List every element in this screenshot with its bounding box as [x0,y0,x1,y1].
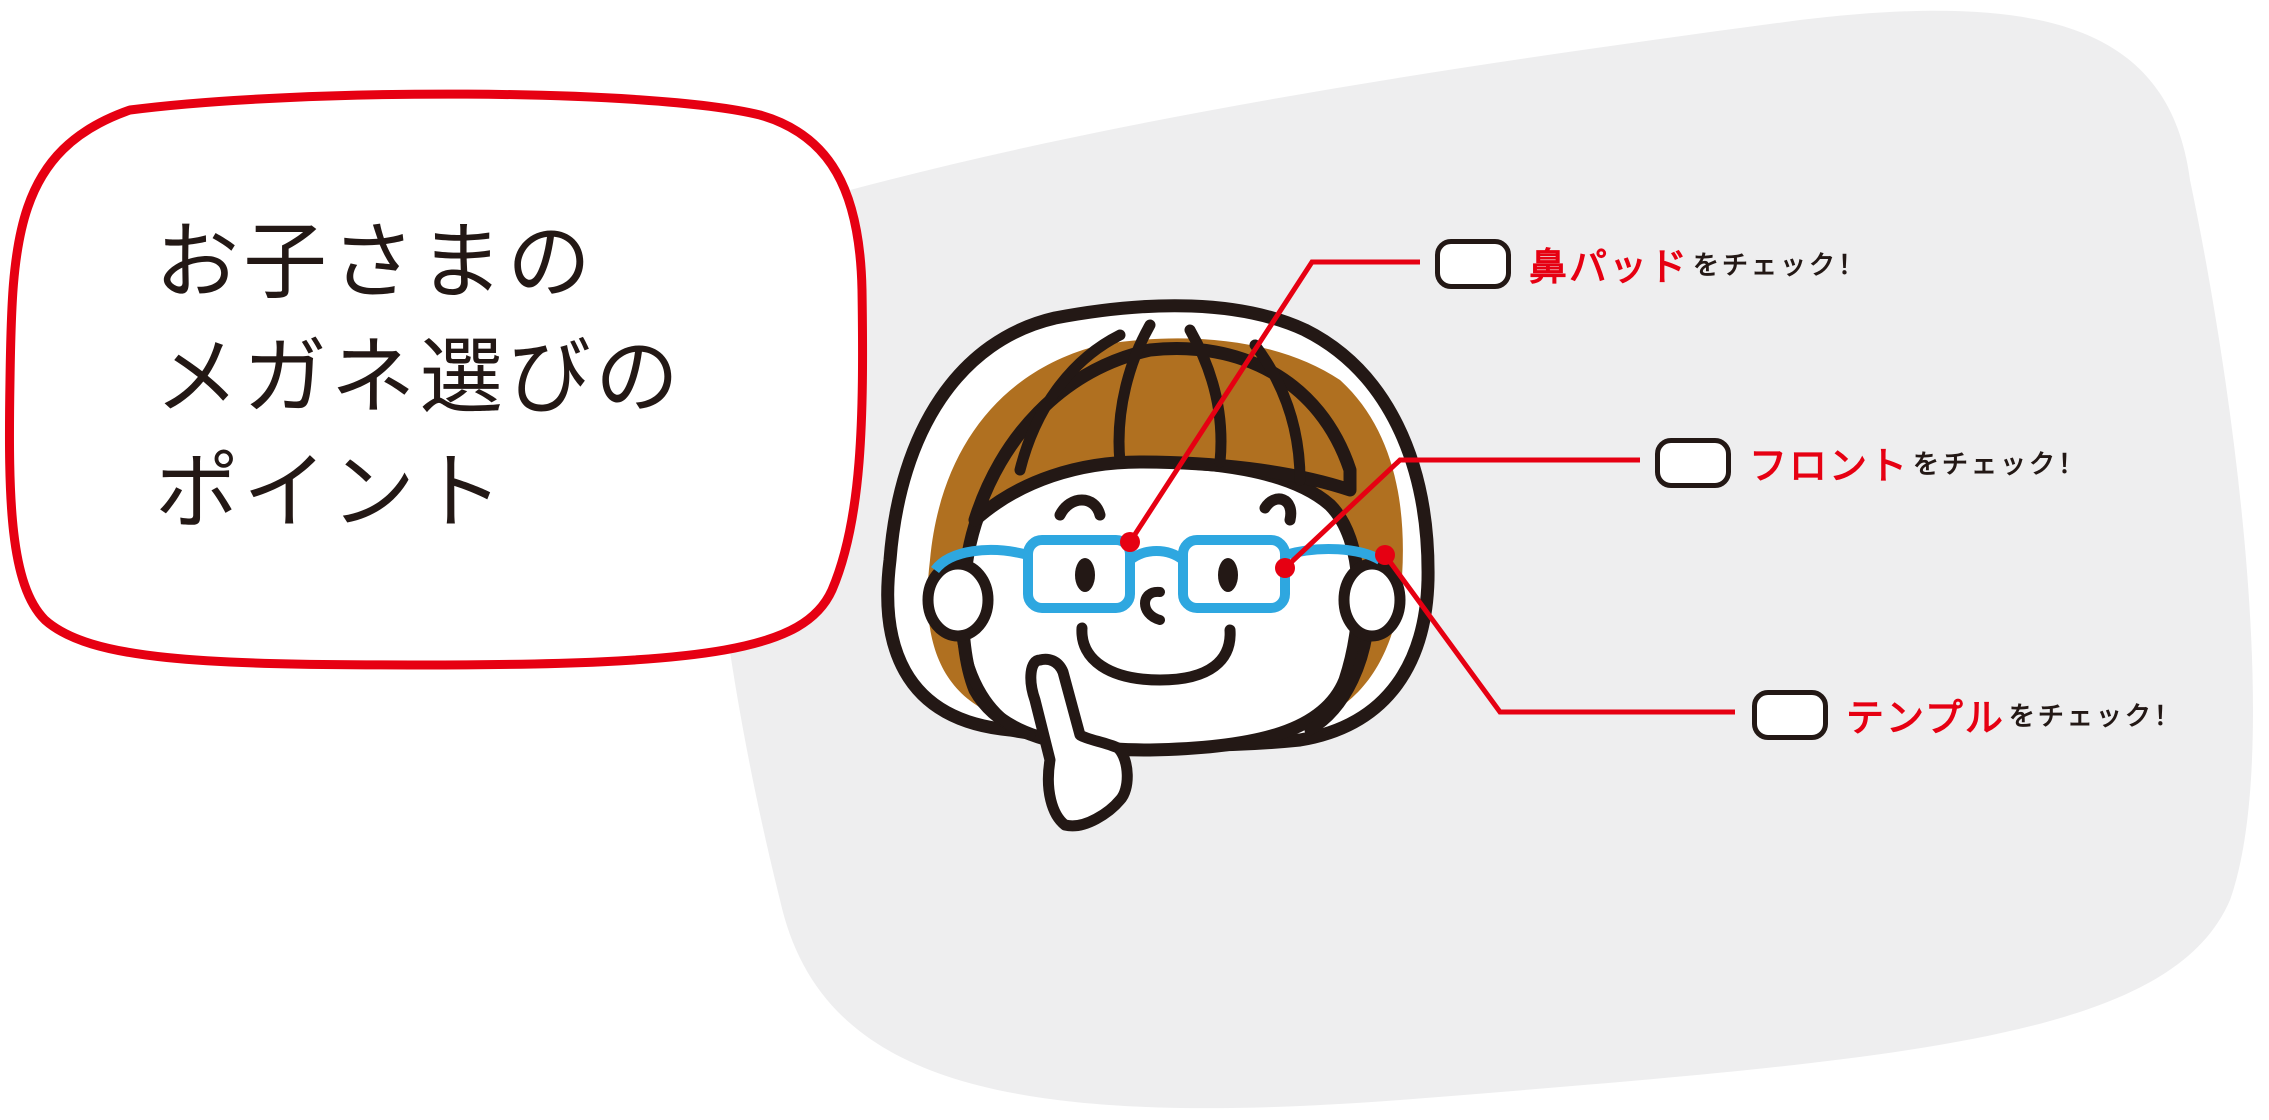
callout-suffix: をチェック！ [1913,450,2088,480]
callout-label: テンプル [1846,696,2005,740]
callout-temple: テンプル をチェック！ [1752,687,2183,742]
child-with-glasses-icon [881,299,1435,832]
title-line-1: お子さまの [155,213,596,311]
leader-lines [1127,259,1735,715]
checkbox-icon [1655,437,1731,488]
checkbox-icon [1752,689,1828,740]
callout-suffix: をチェック！ [1693,251,1868,281]
page-title: お子さまの メガネ選びの ポイント [155,205,683,550]
pointer-dots [1120,532,1395,578]
checkbox-icon [1435,238,1511,289]
background-blob [708,10,2253,1109]
title-line-3: ポイント [155,443,508,541]
title-frame [4,89,868,670]
callout-front: フロント をチェック！ [1655,435,2087,490]
callout-label: 鼻パッド [1529,245,1690,289]
callout-nose-pad: 鼻パッド をチェック！ [1435,236,1867,291]
glasses-icon [931,535,1383,613]
callout-suffix: をチェック！ [2008,702,2183,732]
callout-label: フロント [1749,444,1910,488]
title-line-2: メガネ選びの [155,328,684,426]
